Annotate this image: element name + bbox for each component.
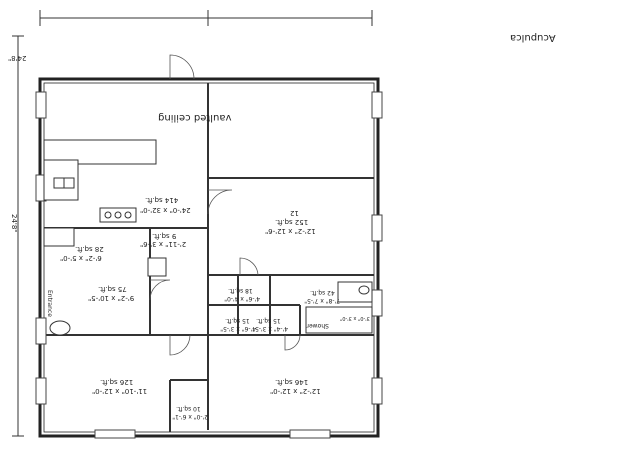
room-closet-a-area: 18 sq.ft. [228, 287, 253, 294]
room-kitchen-area: 414 sq.ft. [145, 196, 178, 204]
sink-basin-a [53, 177, 65, 189]
top-dimension-line [39, 10, 373, 26]
kitchen-fixtures [43, 139, 167, 277]
room-closet-a-dim: 4'-6" x 4'-0" [224, 295, 260, 302]
room-bedroom-se-area: 146 sq.ft. [275, 378, 308, 386]
sink-basin-b [63, 177, 75, 189]
door-swings [149, 54, 301, 356]
room-closet-c-area: 15 sq.ft. [256, 317, 281, 324]
room-bedroom-ne-dim: 12'-2" x 12'-6" [265, 227, 316, 235]
burner-icon [124, 211, 132, 219]
windows [35, 91, 383, 439]
burner-icon [104, 211, 112, 219]
room-pantry-area: 28 sq.ft. [75, 245, 104, 253]
room-labels: 24'-0" x 32'-0" 414 sq.ft. 12'-2" x 12'-… [60, 196, 370, 420]
pantry-shelf [147, 257, 167, 277]
room-bath-a-dim: 7'-8" x 7'-5" [304, 297, 340, 304]
room-bedroom-ne-extra: 12 [290, 209, 299, 217]
room-closet-d-dim: 2'-0" x 6'-1" [172, 413, 208, 420]
room-closet-b-area: 15 sq.ft. [225, 317, 250, 324]
room-hall-dim: 9'-2" x 10'-5" [88, 294, 134, 302]
room-laundry-dim: 2'-11" x 3'-6" [140, 240, 186, 248]
basin-icon [358, 285, 370, 295]
top-dimension-label: 24'8" [8, 54, 27, 62]
room-bedroom-ne-area: 152 sq.ft. [275, 218, 308, 226]
room-bath-a-area: 42 sq.ft. [310, 289, 335, 296]
vaulted-ceiling-label: vaulted ceiling [158, 112, 231, 123]
room-kitchen-dim: 24'-0" x 32'-0" [140, 206, 191, 214]
shower-label: Shower [306, 322, 329, 329]
room-bedroom-se-dim: 12'-2" x 12'-0" [270, 387, 321, 395]
room-laundry-area: 9 sq.ft. [152, 232, 176, 240]
plan-title: Acupulca [510, 32, 556, 43]
left-dimension-line [12, 35, 24, 437]
entrance-label: Entrance [46, 290, 53, 317]
room-bedroom-sw-area: 126 sq.ft. [100, 378, 133, 386]
room-closet-c-dim: 4'-4" x 3'-5" [252, 325, 288, 332]
room-closet-b-dim: 4'-6" x 3'-5" [220, 325, 256, 332]
laundry-machine [43, 227, 75, 247]
bath-fixtures [49, 281, 373, 336]
room-pantry-dim: 6'-2" x 5'-0" [60, 254, 102, 262]
room-bedroom-sw-dim: 11'-10" x 12'-0" [92, 387, 147, 395]
left-dimension-label: 24'8" [10, 214, 18, 233]
shower-stall [305, 306, 373, 334]
toilet-icon [49, 320, 71, 336]
room-hall-area: 75 sq.ft. [98, 285, 127, 293]
room-closet-d-area: 10 sq.ft. [176, 405, 201, 412]
burner-icon [114, 211, 122, 219]
room-shower-dim: 3'-0" x 3'-0" [340, 315, 370, 321]
